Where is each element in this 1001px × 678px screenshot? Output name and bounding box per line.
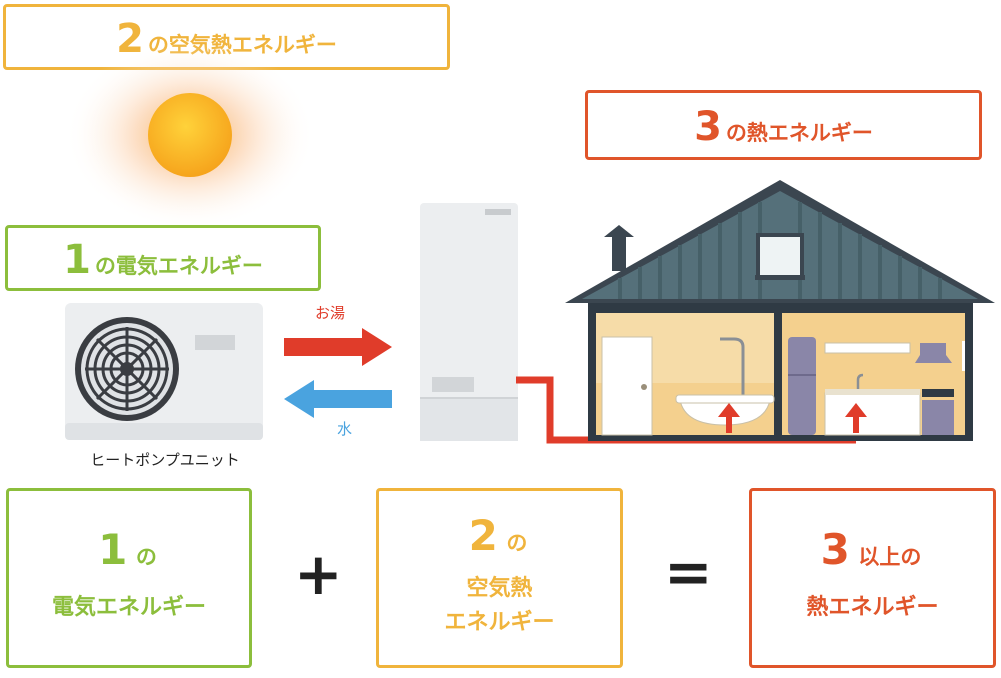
- electric-label-box: 1 の電気エネルギー: [5, 225, 321, 291]
- eq-heat-number: 3: [820, 525, 850, 574]
- heat-number: 3: [694, 104, 722, 150]
- eq-heat-text: 熱エネルギー: [806, 595, 939, 620]
- eq-air-text-line1: 空気熱: [466, 576, 533, 601]
- equation-air-box: 2 の 空気熱 エネルギー: [376, 488, 623, 668]
- eq-air-number: 2: [468, 511, 498, 560]
- sun-icon: [65, 45, 315, 230]
- eq-electric-number: 1: [98, 525, 128, 574]
- eq-electric-no: の: [135, 545, 157, 569]
- heat-pump-unit-icon: [65, 303, 263, 440]
- heat-pump-label: ヒートポンプユニット: [90, 451, 240, 469]
- plus-sign: +: [294, 540, 343, 608]
- storage-tank-icon: [420, 203, 518, 441]
- water-arrow-icon: [284, 380, 392, 418]
- equation-electric-box: 1 の 電気エネルギー: [6, 488, 252, 668]
- heat-label-box: 3 の熱エネルギー: [585, 90, 982, 160]
- electric-number: 1: [63, 237, 91, 283]
- heat-text: の熱エネルギー: [725, 121, 873, 145]
- eq-air-no: の: [506, 531, 528, 555]
- hot-water-label: お湯: [315, 304, 346, 322]
- water-label: 水: [337, 420, 353, 438]
- hot-water-arrow-icon: [284, 328, 392, 366]
- house-icon: [565, 180, 995, 441]
- equals-sign: =: [664, 538, 713, 606]
- electric-text: の電気エネルギー: [94, 254, 263, 278]
- eq-air-text-line2: エネルギー: [444, 610, 555, 635]
- eq-electric-text: 電気エネルギー: [51, 595, 206, 620]
- eq-heat-suffix: 以上の: [858, 545, 922, 569]
- equation-heat-box: 3 以上の 熱エネルギー: [749, 488, 996, 668]
